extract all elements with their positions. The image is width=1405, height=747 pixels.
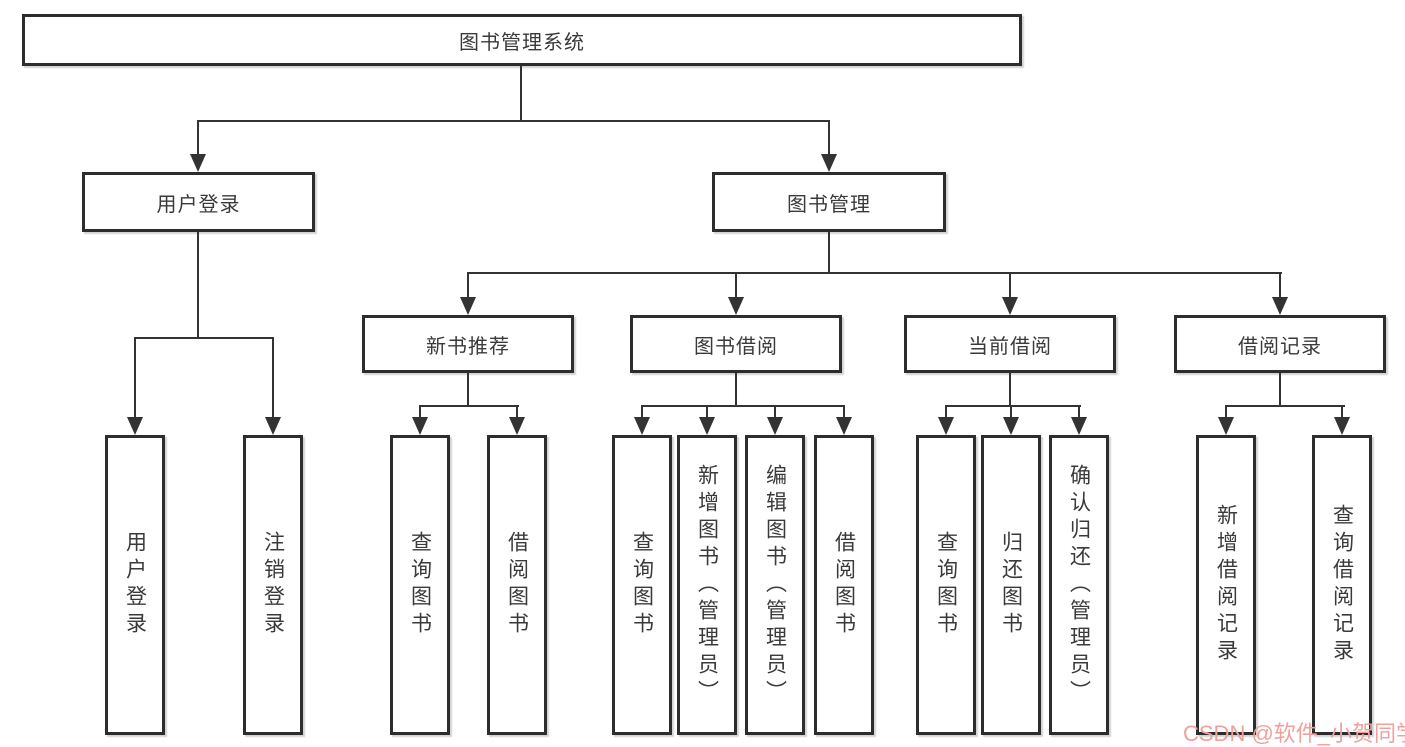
arrow-down-icon <box>509 417 525 435</box>
connector-bm-branch <box>467 272 1282 274</box>
leaf-query-books-3: 查询图书 <box>916 435 976 735</box>
connector-stub <box>272 337 274 419</box>
connector-cb-branch <box>945 405 1081 407</box>
leaf-edit-book-admin: 编辑图书（管理员） <box>745 435 805 735</box>
csdn-watermark: CSDN @软件_小贺同学 <box>1183 721 1405 746</box>
leaf-confirm-return-admin: 确认归还（管理员） <box>1049 435 1109 735</box>
arrow-down-icon <box>412 417 428 435</box>
connector-br-branch <box>1225 405 1345 407</box>
connector-stub <box>641 405 643 419</box>
arrow-down-icon <box>1272 297 1288 315</box>
leaf-query-books-1: 查询图书 <box>390 435 450 735</box>
leaf-borrow-books-2: 借阅图书 <box>814 435 874 735</box>
arrow-down-icon <box>127 417 143 435</box>
connector-bb-branch <box>641 405 845 407</box>
connector-root-down <box>520 66 522 120</box>
connector-stub <box>774 405 776 419</box>
leaf-query-books-2: 查询图书 <box>612 435 672 735</box>
arrow-down-icon <box>836 417 852 435</box>
arrow-down-icon <box>1218 417 1234 435</box>
connector-stub <box>1341 405 1343 419</box>
node-user-login: 用户登录 <box>82 172 315 232</box>
connector-stub <box>467 272 469 299</box>
arrow-down-icon <box>634 417 650 435</box>
connector-bb-down <box>735 373 737 405</box>
connector-stub <box>134 337 136 419</box>
connector-cb-down <box>1009 373 1011 405</box>
connector-stub <box>706 405 708 419</box>
arrow-down-icon <box>1334 417 1350 435</box>
connector-stub <box>197 120 199 156</box>
arrow-down-icon <box>1071 417 1087 435</box>
node-book-borrow: 图书借阅 <box>630 315 842 373</box>
leaf-borrow-books-1: 借阅图书 <box>487 435 547 735</box>
node-new-book-recommend: 新书推荐 <box>362 315 574 373</box>
leaf-user-login: 用户登录 <box>105 435 165 735</box>
connector-stub <box>516 405 518 419</box>
arrow-down-icon <box>265 417 281 435</box>
arrow-down-icon <box>1002 297 1018 315</box>
connector-stub <box>1009 272 1011 299</box>
connector-stub <box>828 120 830 156</box>
node-root-library-system: 图书管理系统 <box>22 14 1022 66</box>
connector-stub <box>1279 272 1281 299</box>
connector-stub <box>419 405 421 419</box>
connector-stub <box>843 405 845 419</box>
node-borrow-records: 借阅记录 <box>1174 315 1386 373</box>
connector-nbr-branch <box>419 405 519 407</box>
connector-stub <box>945 405 947 419</box>
connector-stub <box>735 272 737 299</box>
arrow-down-icon <box>728 297 744 315</box>
leaf-return-book: 归还图书 <box>981 435 1041 735</box>
connector-stub <box>1225 405 1227 419</box>
arrow-down-icon <box>767 417 783 435</box>
connector-root-branch <box>197 120 830 122</box>
arrow-down-icon <box>190 154 206 172</box>
arrow-down-icon <box>938 417 954 435</box>
arrow-down-icon <box>1003 417 1019 435</box>
arrow-down-icon <box>821 154 837 172</box>
connector-login-down <box>197 232 199 337</box>
leaf-logout: 注销登录 <box>243 435 303 735</box>
leaf-query-borrow-record: 查询借阅记录 <box>1312 435 1372 735</box>
connector-nbr-down <box>467 373 469 405</box>
arrow-down-icon <box>460 297 476 315</box>
connector-br-down <box>1279 373 1281 405</box>
arrow-down-icon <box>699 417 715 435</box>
connector-stub <box>1010 405 1012 419</box>
connector-stub <box>1078 405 1080 419</box>
connector-bm-down <box>828 232 830 272</box>
leaf-add-book-admin: 新增图书（管理员） <box>677 435 737 735</box>
node-current-borrow: 当前借阅 <box>904 315 1116 373</box>
connector-login-branch <box>134 337 274 339</box>
leaf-add-borrow-record: 新增借阅记录 <box>1196 435 1256 735</box>
node-book-management: 图书管理 <box>712 172 946 232</box>
